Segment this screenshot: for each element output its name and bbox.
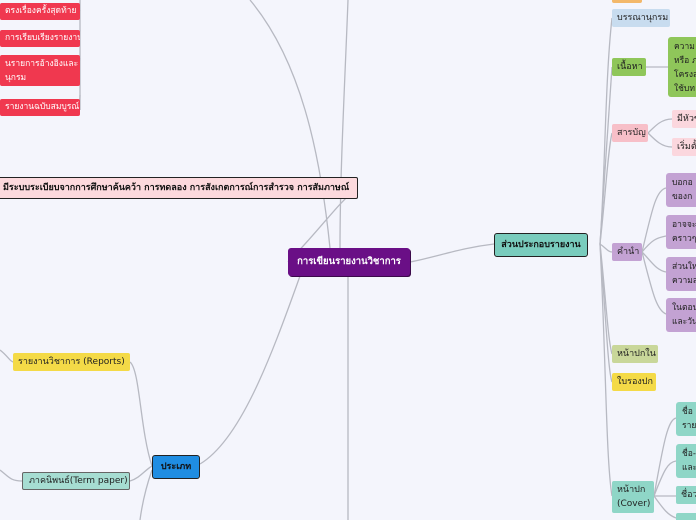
term-paper-node[interactable]: ภาคนิพนธ์(Term paper) xyxy=(22,472,130,490)
content-label: เนื้อหา xyxy=(617,62,643,72)
top-partial-node[interactable] xyxy=(612,0,642,3)
cover-child-2-line-2: และ xyxy=(682,463,696,473)
toc-child-2-label: เริ่มตั้ xyxy=(677,142,696,152)
preface-child-4-line-2: และวัน xyxy=(672,317,696,327)
type-node[interactable]: ประเภท xyxy=(152,455,200,479)
central-topic-label: การเขียนรายงานวิชาการ xyxy=(297,256,401,267)
cover-sheet-node[interactable]: ใบรองปก xyxy=(612,373,656,391)
cover-child-4[interactable] xyxy=(676,513,696,520)
central-topic[interactable]: การเขียนรายงานวิชาการ xyxy=(288,248,410,276)
content-detail-node[interactable]: ความ หรือ ภ โครงส ใช้บท xyxy=(668,37,696,97)
bibliography-label: บรรณานุกรม xyxy=(617,13,669,23)
left-red-item-2-label: การเรียบเรียงรายงาน xyxy=(5,33,80,43)
report-components-node[interactable]: ส่วนประกอบรายงาน xyxy=(494,233,588,257)
toc-child-1-label: มีหัวข้ xyxy=(677,114,696,124)
type-node-label: ประเภท xyxy=(160,462,192,472)
reports-node[interactable]: รายงานวิชาการ (Reports) xyxy=(13,353,130,371)
definition-node-label: มีระบบระเบียบจากการศึกษาค้นคว้า การทดลอง… xyxy=(3,183,350,193)
left-red-item-2[interactable]: การเรียบเรียงรายงาน xyxy=(0,30,80,47)
cover-child-1-line-1: ชื่อ xyxy=(682,407,693,417)
preface-label: คำนำ xyxy=(617,247,640,257)
preface-child-4[interactable]: ในตอน และวัน xyxy=(666,298,696,332)
cover-label-line-2: (Cover) xyxy=(617,499,651,509)
preface-child-2[interactable]: อาจจะ คราวๆ xyxy=(666,215,696,249)
preface-node[interactable]: คำนำ xyxy=(612,243,642,261)
left-red-item-1-label: ตรงเรื่องครั้งสุดท้าย xyxy=(5,6,77,16)
cover-child-1-line-2: ราย xyxy=(682,421,696,431)
bibliography-node[interactable]: บรรณานุกรม xyxy=(612,9,670,27)
cover-sheet-label: ใบรองปก xyxy=(617,377,653,387)
report-components-label: ส่วนประกอบรายงาน xyxy=(501,240,581,250)
reports-node-label: รายงานวิชาการ (Reports) xyxy=(18,357,125,367)
left-red-item-1[interactable]: ตรงเรื่องครั้งสุดท้าย xyxy=(0,3,80,20)
preface-child-4-line-1: ในตอน xyxy=(672,303,696,313)
toc-node[interactable]: สารบัญ xyxy=(612,124,648,142)
content-detail-line-4: ใช้บท xyxy=(674,84,695,94)
definition-node[interactable]: มีระบบระเบียบจากการศึกษาค้นคว้า การทดลอง… xyxy=(0,177,358,199)
inner-title-node[interactable]: หน้าปกใน xyxy=(612,345,658,363)
left-red-item-3-line-2: นุกรม xyxy=(5,73,27,83)
term-paper-node-label: ภาคนิพนธ์(Term paper) xyxy=(29,476,128,486)
left-red-item-3-line-1: นรายการอ้างอิงและ xyxy=(5,59,79,69)
left-red-item-4[interactable]: รายงานฉบับสมบูรณ์ xyxy=(0,99,80,116)
preface-child-3[interactable]: ส่วนให ความส xyxy=(666,257,696,291)
left-red-item-3[interactable]: นรายการอ้างอิงและ นุกรม xyxy=(0,55,80,86)
left-red-item-4-label: รายงานฉบับสมบูรณ์ xyxy=(5,102,80,112)
cover-label-line-1: หน้าปก xyxy=(617,485,646,495)
toc-label: สารบัญ xyxy=(617,128,646,138)
preface-child-3-line-2: ความส xyxy=(672,276,696,286)
cover-child-2[interactable]: ชื่อ- และ xyxy=(676,444,696,478)
content-detail-line-3: โครงส xyxy=(674,70,696,80)
cover-child-3[interactable]: ชื่อว xyxy=(676,486,696,504)
content-detail-line-2: หรือ ภ xyxy=(674,56,696,66)
preface-child-1-line-1: บอกอ xyxy=(672,178,693,188)
content-node[interactable]: เนื้อหา xyxy=(612,58,646,76)
toc-child-1[interactable]: มีหัวข้ xyxy=(672,110,696,128)
preface-child-1-line-2: ของก xyxy=(672,192,693,202)
cover-child-1[interactable]: ชื่อ ราย xyxy=(676,402,696,436)
cover-node[interactable]: หน้าปก (Cover) xyxy=(612,481,654,513)
cover-child-3-label: ชื่อว xyxy=(681,490,696,500)
preface-child-3-line-1: ส่วนให xyxy=(672,262,696,272)
inner-title-label: หน้าปกใน xyxy=(617,349,656,359)
preface-child-2-line-2: คราวๆ xyxy=(672,234,696,244)
content-detail-line-1: ความ xyxy=(674,42,695,52)
toc-child-2[interactable]: เริ่มตั้ xyxy=(672,138,696,156)
cover-child-2-line-1: ชื่อ- xyxy=(682,449,696,459)
preface-child-2-line-1: อาจจะ xyxy=(672,220,696,230)
preface-child-1[interactable]: บอกอ ของก xyxy=(666,173,696,207)
